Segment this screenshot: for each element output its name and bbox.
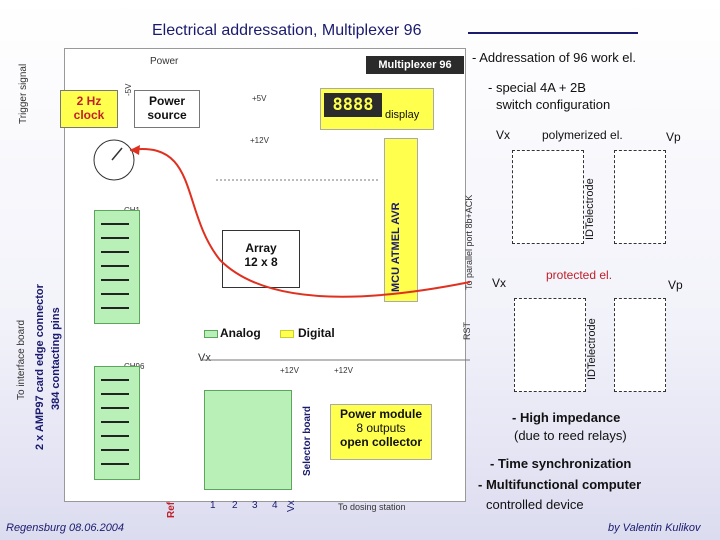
connector-strip-top xyxy=(94,210,140,324)
display-label: display xyxy=(385,109,420,121)
legend-analog-swatch xyxy=(204,330,218,338)
plus12v-label-b: +12V xyxy=(280,366,299,375)
title-rule xyxy=(468,32,638,34)
array-block: Array 12 x 8 xyxy=(222,230,300,288)
top-panel-vx: Vx xyxy=(496,128,511,142)
pin-2-label: 2 xyxy=(232,500,238,511)
top-panel-vp: Vp xyxy=(666,130,681,144)
trigger-circle xyxy=(93,139,135,181)
power-module-block: Power module 8 outputs open collector xyxy=(330,404,432,460)
bottom-panel-left-box xyxy=(514,298,586,392)
plus5v-label: +5V xyxy=(252,94,267,103)
bottom-panel-vp: Vp xyxy=(668,278,683,292)
bottom-panel-vx: Vx xyxy=(492,276,507,290)
legend-digital: Digital xyxy=(298,326,335,340)
pin-4-label: 4 xyxy=(272,500,278,511)
mcu-block xyxy=(384,138,418,302)
array-line2: 12 x 8 xyxy=(244,255,278,269)
plus12v-label-a: +12V xyxy=(250,136,269,145)
note-addressation: - Addressation of 96 work el. xyxy=(472,50,637,65)
legend-digital-swatch xyxy=(280,330,294,338)
pin-1-label: 1 xyxy=(210,500,216,511)
note-reed-relays: (due to reed relays) xyxy=(514,428,627,443)
arrow-head xyxy=(130,145,140,155)
note-special-2: switch configuration xyxy=(496,97,611,112)
clock-line2: clock xyxy=(73,108,105,122)
top-panel-left-box xyxy=(512,150,584,244)
trigger-needle xyxy=(111,147,123,161)
note-controlled-device: controlled device xyxy=(486,497,584,512)
power-source-block: Power source xyxy=(134,90,200,128)
array-line1: Array xyxy=(245,241,277,255)
top-panel-right-box xyxy=(614,150,666,244)
pin-3-label: 3 xyxy=(252,500,258,511)
top-panel-label: polymerized el. xyxy=(542,128,623,142)
power-source-line1: Power xyxy=(148,94,185,108)
selector-board xyxy=(204,390,292,490)
note-high-impedance: - High impedance xyxy=(512,410,621,425)
dosing-label: To dosing station xyxy=(338,502,406,512)
power-source-line2: source xyxy=(147,108,187,122)
vx-label: Vx xyxy=(198,352,211,364)
plus12v-label-c: +12V xyxy=(334,366,353,375)
bottom-panel-label: protected el. xyxy=(546,268,613,282)
connector-strip-bottom xyxy=(94,366,140,480)
note-multifunctional: - Multifunctional computer xyxy=(478,477,642,492)
power-module-line3: open collector xyxy=(339,435,422,449)
multiplexer-tag: Multiplexer 96 xyxy=(366,56,464,74)
note-special-1: - special 4A + 2B xyxy=(488,80,586,95)
bottom-panel-right-box xyxy=(614,298,666,392)
power-label: Power xyxy=(150,56,179,67)
display-block: 8888 display xyxy=(320,88,434,130)
footer-left: Regensburg 08.06.2004 xyxy=(6,522,125,534)
footer-right: by Valentin Kulikov xyxy=(608,522,701,534)
display-digits: 8888 xyxy=(324,93,382,117)
clock-line1: 2 Hz xyxy=(76,94,102,108)
power-module-line2: 8 outputs xyxy=(356,421,406,435)
power-module-line1: Power module xyxy=(339,407,422,421)
legend-analog: Analog xyxy=(220,326,261,340)
note-time-sync: - Time synchronization xyxy=(490,456,632,471)
clock-block: 2 Hz clock xyxy=(60,90,118,128)
selection-arrow xyxy=(129,148,471,298)
page-title: Electrical addressation, Multiplexer 96 xyxy=(152,22,422,39)
